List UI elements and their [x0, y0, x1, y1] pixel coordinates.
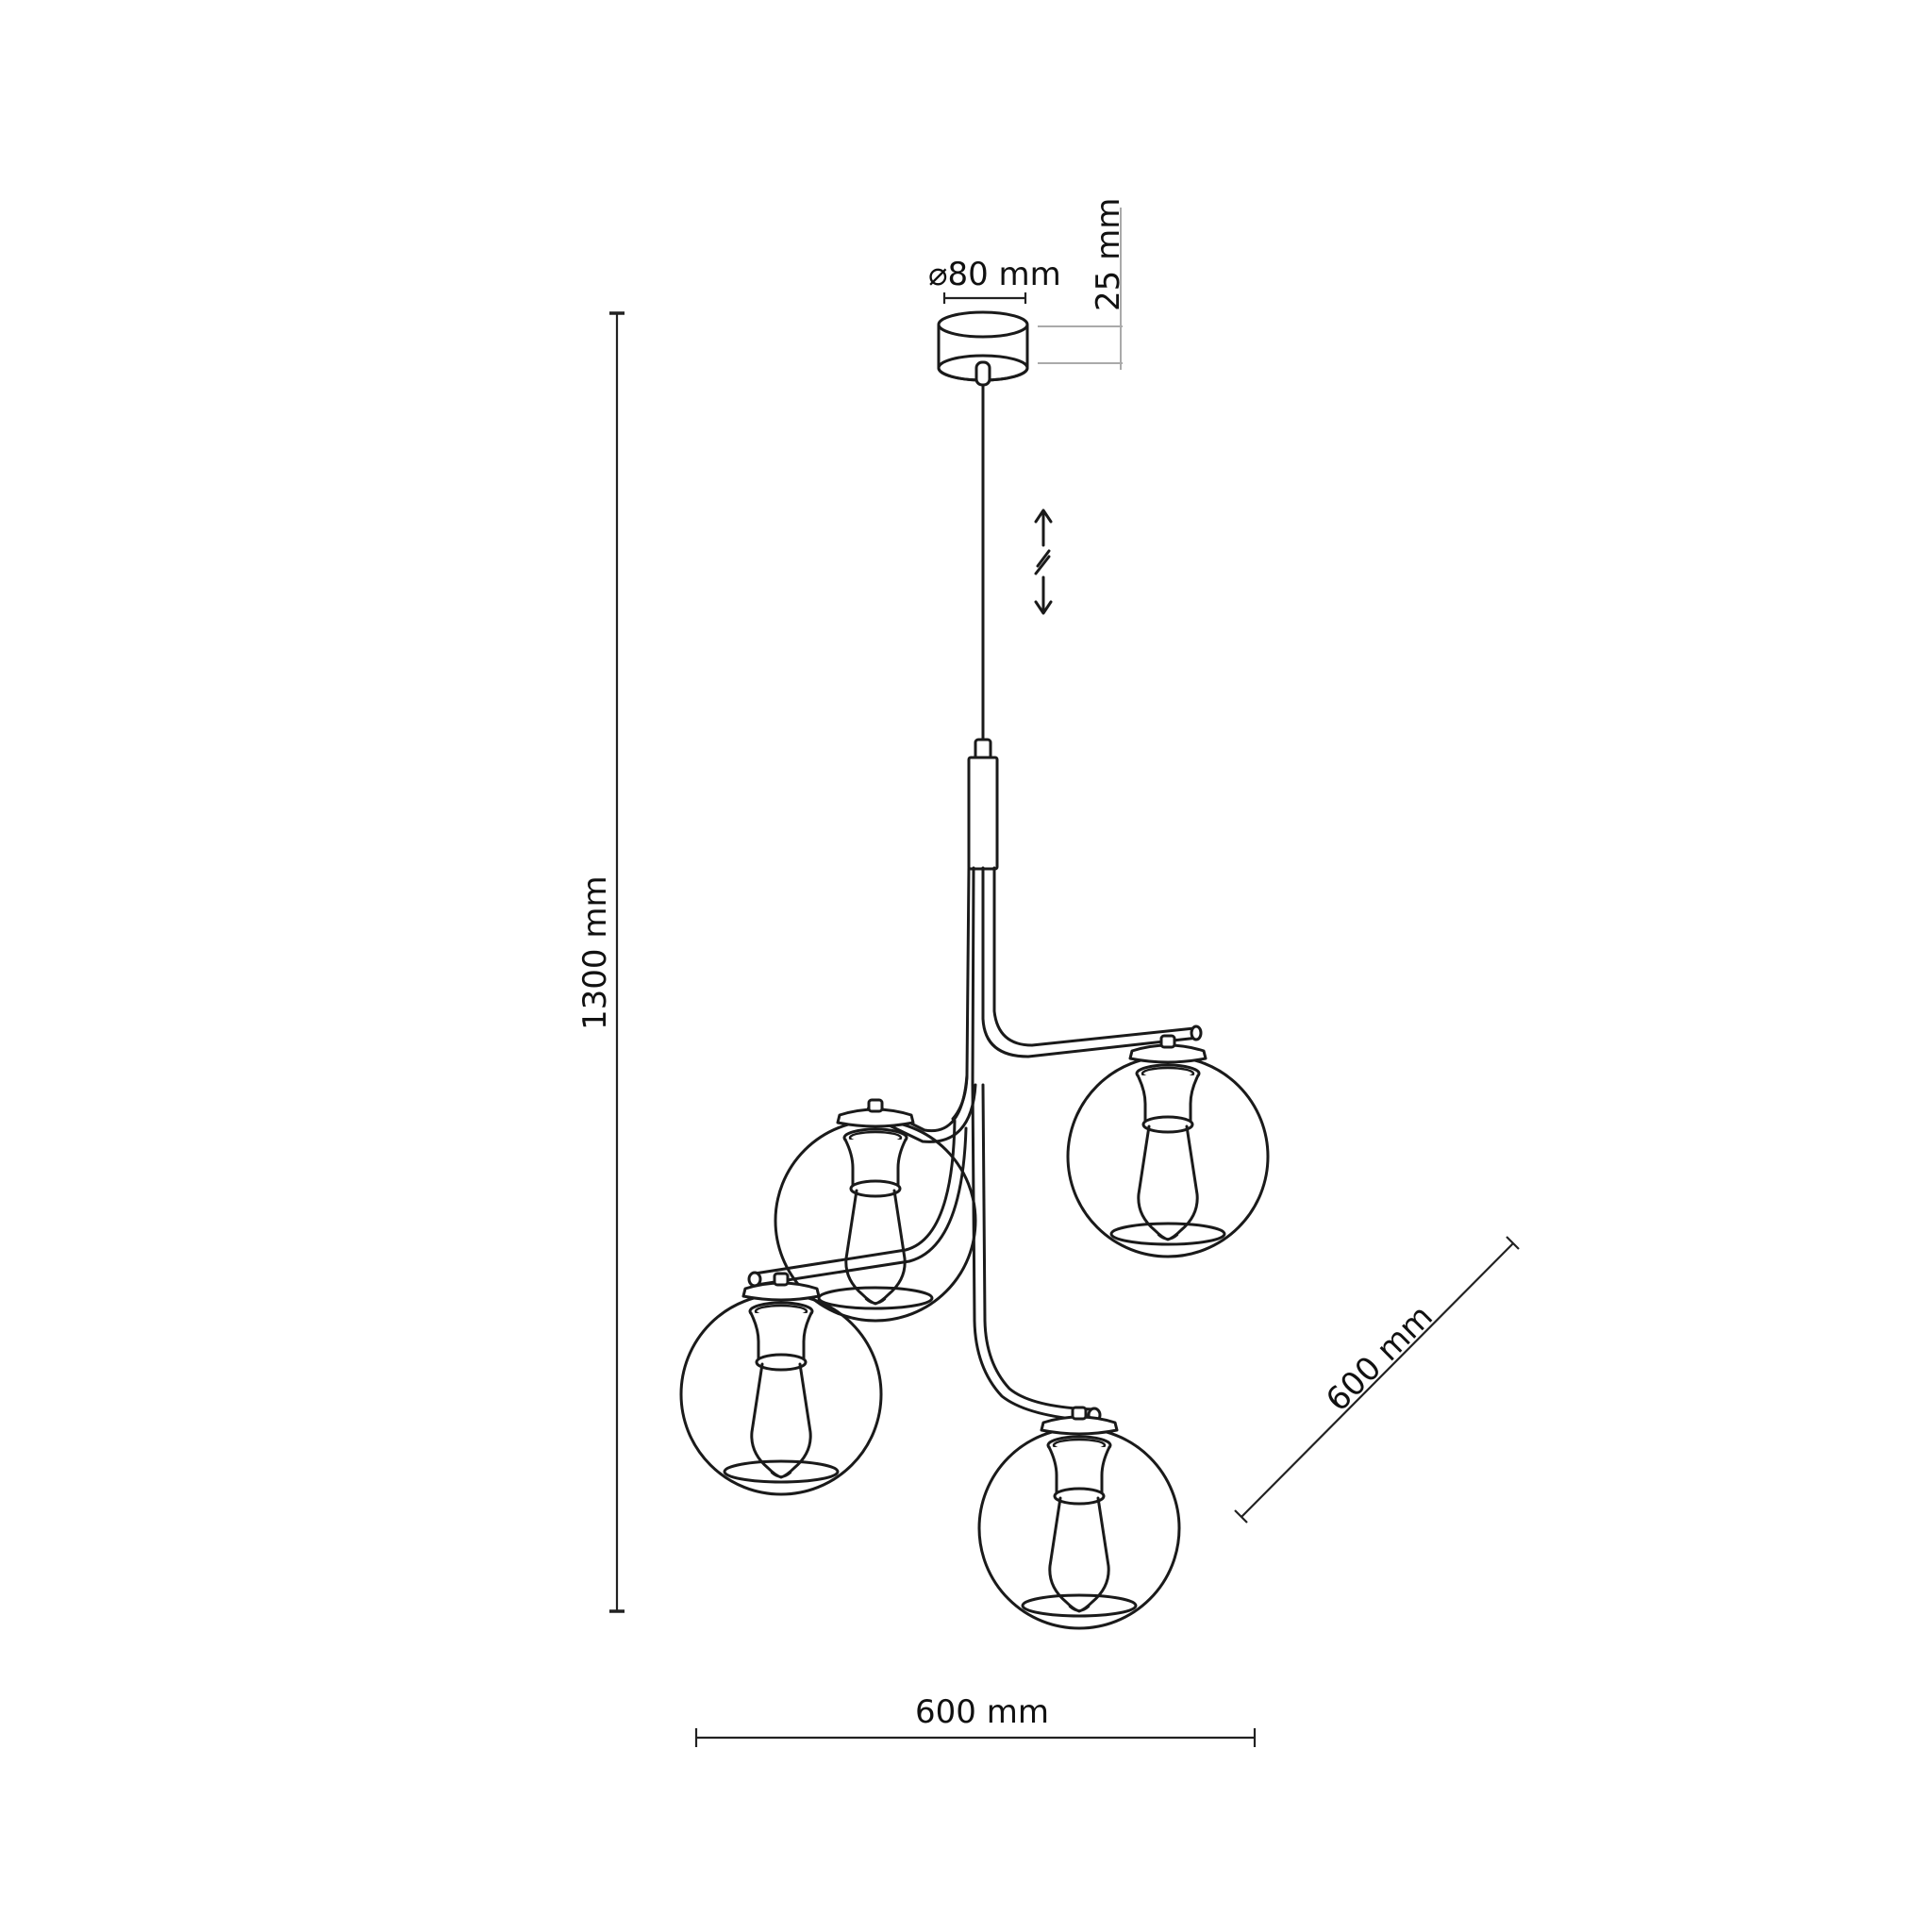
canopy-height-dimension: 25 mm: [1038, 198, 1127, 370]
ceiling-canopy: [937, 310, 1029, 387]
total-height-dimension: 1300 mm: [576, 311, 625, 1613]
width-dimension: 600 mm: [694, 1693, 1257, 1747]
canopy-diameter-dimension: ⌀80 mm: [928, 256, 1061, 304]
depth-dimension: 600 mm: [1234, 1236, 1520, 1524]
canopy-diameter-label: ⌀80 mm: [928, 256, 1061, 293]
depth-label: 600 mm: [1319, 1298, 1441, 1420]
canopy-height-label: 25 mm: [1090, 198, 1127, 311]
globe-upper-right: [1066, 1034, 1270, 1258]
total-height-label: 1300 mm: [576, 875, 614, 1030]
globe-lower-right: [977, 1406, 1181, 1630]
adjustable-length-arrow-icon: [1034, 508, 1053, 615]
width-label: 600 mm: [915, 1693, 1049, 1731]
central-stem: [747, 738, 1203, 1424]
